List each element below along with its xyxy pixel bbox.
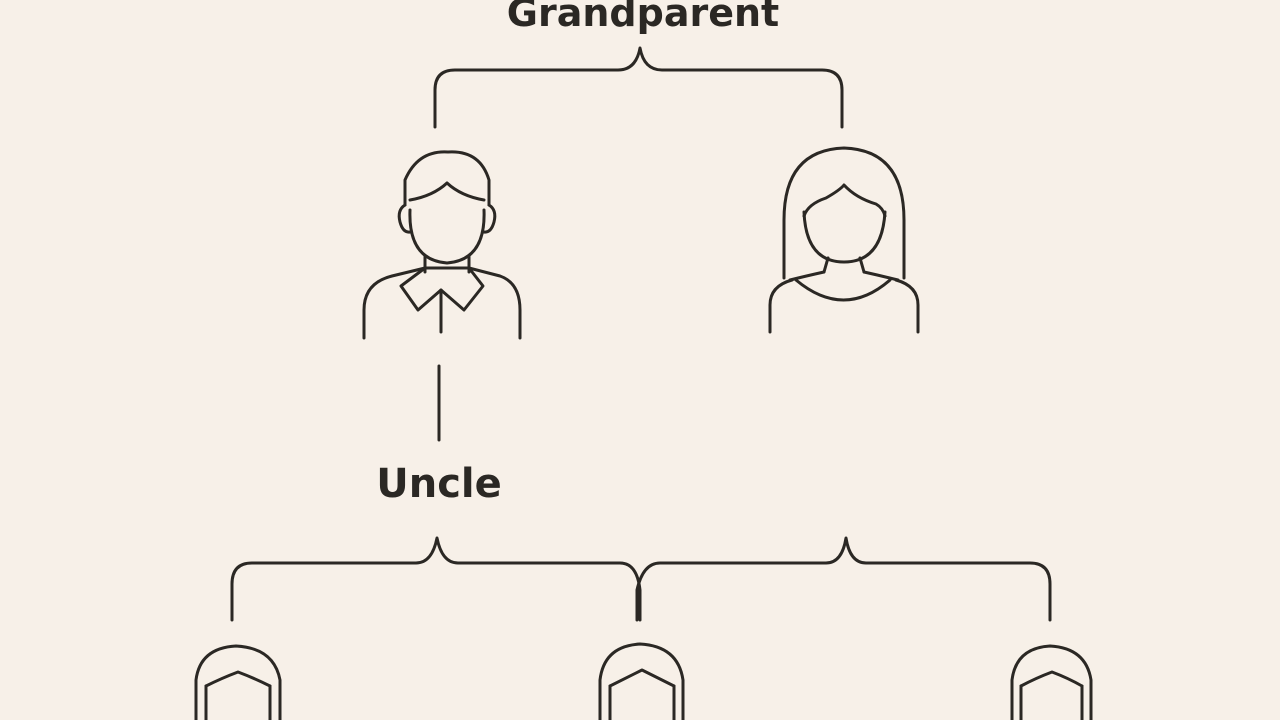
bottom-brace-connector [230, 536, 642, 622]
uncle-label: Uncle [376, 461, 502, 507]
top-brace-connector [433, 46, 844, 129]
child-person-icon [194, 644, 282, 720]
grandparent-label: Grandparent [506, 0, 780, 35]
child-person-icon [1010, 644, 1093, 720]
child-person-icon [598, 642, 685, 720]
female-person-icon [768, 146, 920, 334]
male-person-icon [362, 150, 522, 340]
bottom-brace-connector-right [635, 536, 1052, 622]
